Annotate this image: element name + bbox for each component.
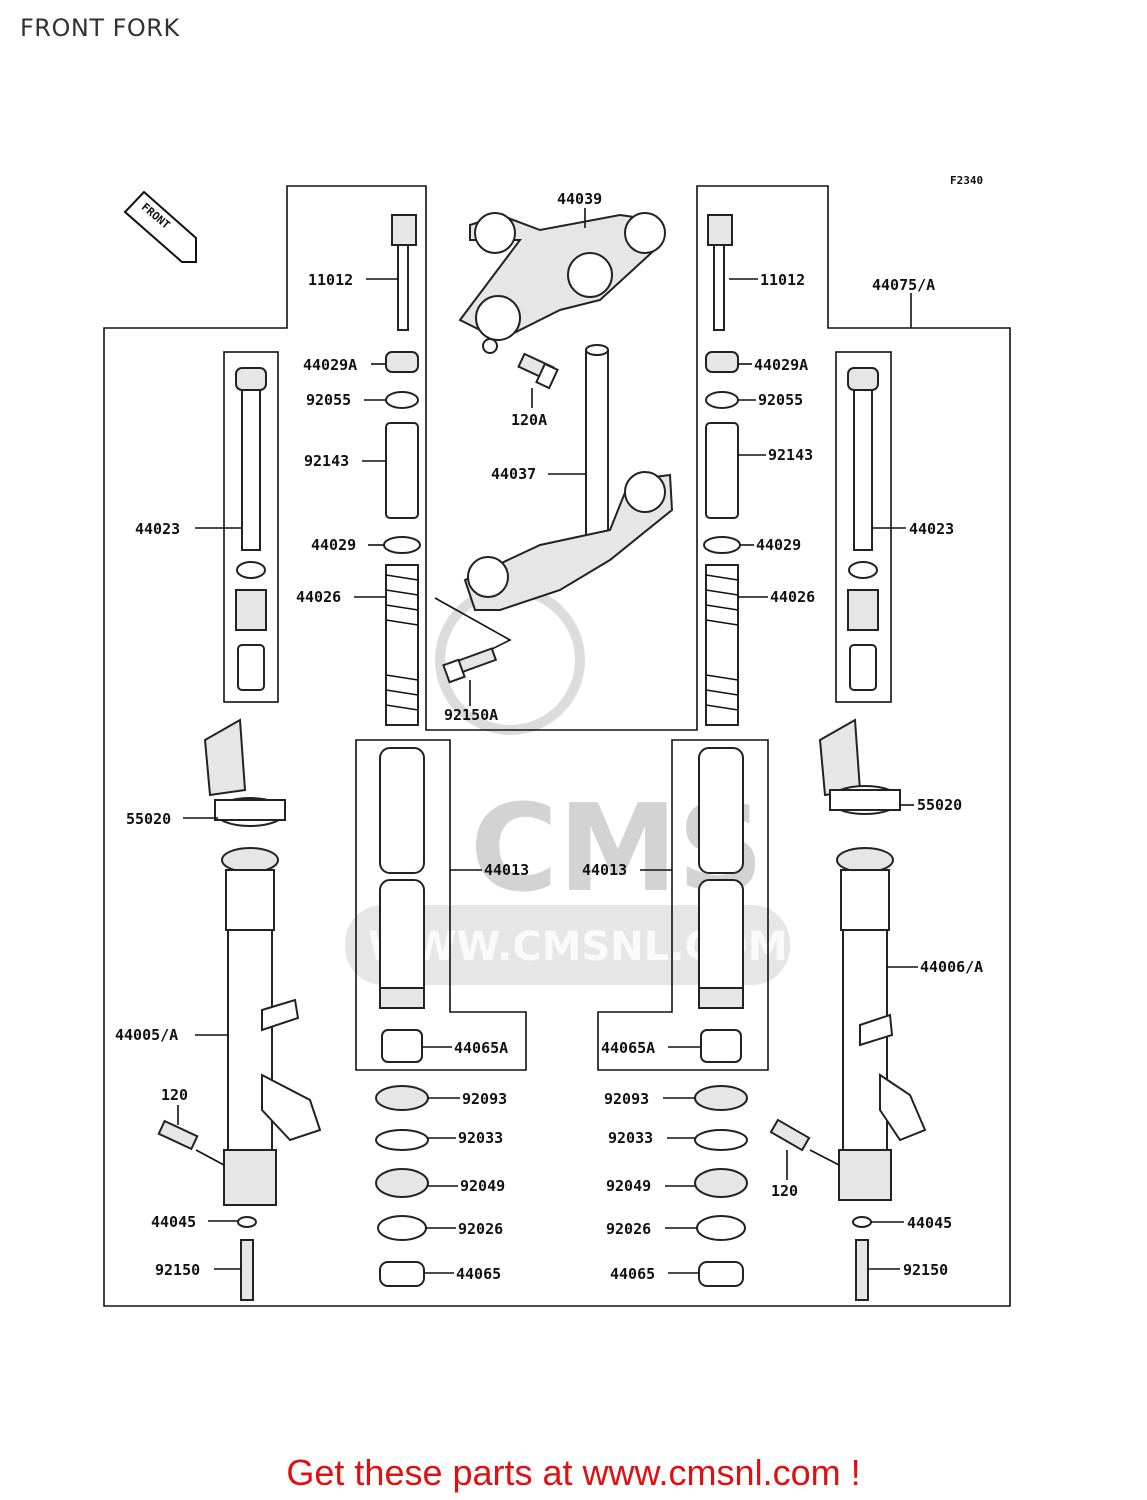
steering-stem-part	[463, 344, 674, 611]
right-bolt-120	[769, 1118, 811, 1152]
right-spring-44026	[705, 564, 739, 726]
right-seal-92049	[694, 1168, 748, 1198]
label-44037: 44037	[491, 465, 536, 483]
right-bushing-44065	[698, 1261, 744, 1287]
label-92055-right: 92055	[758, 391, 803, 409]
label-55020-left: 55020	[126, 810, 171, 828]
upper-bracket-part	[458, 212, 666, 354]
label-44029-right: 44029	[756, 536, 801, 554]
label-92033-left: 92033	[458, 1129, 503, 1147]
label-92143-right: 92143	[768, 446, 813, 464]
left-bolt-92150	[240, 1239, 254, 1301]
label-44075a: 44075/A	[872, 276, 935, 294]
left-washer-44029	[383, 536, 421, 554]
left-clip-92033	[375, 1129, 429, 1151]
left-washer-92026	[377, 1215, 427, 1241]
left-collar-44029a	[385, 351, 419, 373]
bolt-120a-part	[517, 352, 559, 390]
right-collar-44029a	[705, 351, 739, 373]
label-44005a: 44005/A	[115, 1026, 178, 1044]
label-55020-right: 55020	[917, 796, 962, 814]
label-92093-left: 92093	[462, 1090, 507, 1108]
label-120-left: 120	[161, 1086, 188, 1104]
label-44029a-right: 44029A	[754, 356, 808, 374]
label-44045-left: 44045	[151, 1213, 196, 1231]
left-outer-tube-44005a	[221, 847, 322, 1206]
right-seal-92093	[694, 1085, 748, 1111]
label-44065-left: 44065	[456, 1265, 501, 1283]
left-inner-tube-44013	[379, 747, 425, 1009]
right-fork-guard-55020	[818, 718, 901, 815]
right-outer-tube-44006a	[836, 847, 927, 1201]
right-cartridge-44023	[847, 367, 879, 691]
right-oring-92055	[705, 391, 739, 409]
label-44026-left: 44026	[296, 588, 341, 606]
label-44029a-left: 44029A	[303, 356, 357, 374]
leader-lines	[177, 208, 918, 1274]
right-spacer-92143	[705, 422, 739, 519]
bolt-92150a-part	[442, 647, 498, 684]
left-fork-cap	[391, 214, 417, 331]
label-44029-left: 44029	[311, 536, 356, 554]
label-92026-left: 92026	[458, 1220, 503, 1238]
right-bolt-92150	[855, 1239, 869, 1301]
label-92055-left: 92055	[306, 391, 351, 409]
label-92150-right: 92150	[903, 1261, 948, 1279]
cartridge-box-left	[223, 351, 279, 703]
inner-tube-box-left	[355, 739, 527, 1071]
label-92033-right: 92033	[608, 1129, 653, 1147]
label-92150a: 92150A	[444, 706, 498, 724]
label-120-right: 120	[771, 1182, 798, 1200]
right-fork-cap	[707, 214, 733, 331]
page-title: FRONT FORK	[20, 14, 180, 42]
left-washer-44045	[237, 1216, 257, 1228]
left-bushing-44065	[379, 1261, 425, 1287]
left-seal-92093	[375, 1085, 429, 1111]
label-92150-left: 92150	[155, 1261, 200, 1279]
front-arrow-icon: FRONT	[123, 190, 197, 263]
right-clip-92033	[694, 1129, 748, 1151]
label-92049-left: 92049	[460, 1177, 505, 1195]
label-44045-right: 44045	[907, 1214, 952, 1232]
label-44039: 44039	[557, 190, 602, 208]
label-44023-left: 44023	[135, 520, 180, 538]
label-44026-right: 44026	[770, 588, 815, 606]
right-inner-tube-44013	[698, 747, 744, 1009]
left-oring-92055	[385, 391, 419, 409]
label-44013-left: 44013	[484, 861, 529, 879]
right-washer-92026	[696, 1215, 746, 1241]
label-44013-right: 44013	[582, 861, 627, 879]
left-seal-92049	[375, 1168, 429, 1198]
assembly-frame	[103, 185, 1011, 1307]
inner-tube-box-right	[597, 739, 769, 1071]
footer-link[interactable]: Get these parts at www.cmsnl.com !	[286, 1452, 861, 1493]
left-bolt-120	[157, 1119, 199, 1151]
right-washer-44029	[703, 536, 741, 554]
label-92093-right: 92093	[604, 1090, 649, 1108]
label-92049-right: 92049	[606, 1177, 651, 1195]
part-labels: 44039 11012 11012 44075/A 44029A 44029A …	[115, 190, 983, 1283]
left-cartridge-44023	[235, 367, 267, 691]
left-bushing-44065a	[381, 1029, 423, 1063]
left-spring-44026	[385, 564, 419, 726]
label-120a: 120A	[511, 411, 547, 429]
label-92143-left: 92143	[304, 452, 349, 470]
label-44065a-left: 44065A	[454, 1039, 508, 1057]
label-11012-left: 11012	[308, 271, 353, 289]
right-bushing-44065a	[700, 1029, 742, 1063]
label-44023-right: 44023	[909, 520, 954, 538]
label-44065-right: 44065	[610, 1265, 655, 1283]
label-11012-right: 11012	[760, 271, 805, 289]
label-44065a-right: 44065A	[601, 1039, 655, 1057]
figure-code: F2340	[950, 174, 983, 187]
label-92026-right: 92026	[606, 1220, 651, 1238]
left-spacer-92143	[385, 422, 419, 519]
left-fork-guard-55020	[203, 718, 286, 827]
right-washer-44045	[852, 1216, 872, 1228]
label-44006a: 44006/A	[920, 958, 983, 976]
cartridge-box-right	[835, 351, 892, 703]
